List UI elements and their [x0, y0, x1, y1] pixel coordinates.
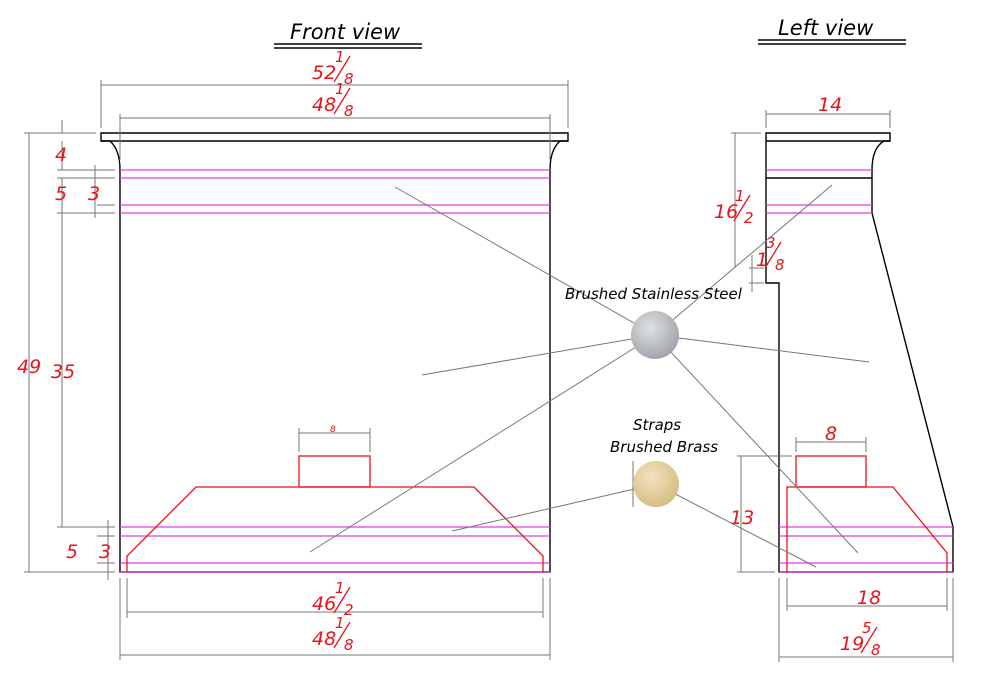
- svg-text:1: 1: [335, 80, 345, 98]
- front-top-band-width-label: 3: [88, 183, 100, 205]
- front-bottom-band-offset-label: 5: [66, 541, 78, 563]
- svg-text:19: 19: [840, 633, 864, 655]
- steel-leader: [654, 334, 870, 363]
- front-body-width-label: 48 1 8: [312, 80, 354, 120]
- svg-text:1: 1: [756, 249, 768, 271]
- left-strap-width-label: 8: [825, 423, 837, 445]
- left-top-depth-label: 14: [818, 94, 842, 116]
- left-view-title: Left view: [778, 16, 874, 40]
- svg-text:3: 3: [766, 234, 776, 252]
- steel-leader: [654, 334, 859, 554]
- brass-swatch: [633, 461, 679, 507]
- brass-leader: [655, 483, 817, 568]
- svg-text:2: 2: [344, 601, 354, 619]
- front-strap-tab: [298, 455, 371, 488]
- svg-text:1: 1: [735, 187, 745, 205]
- steel-material-label: Brushed Stainless Steel: [565, 285, 743, 303]
- svg-text:1: 1: [335, 48, 345, 66]
- steel-leader: [309, 334, 656, 553]
- left-strap-height-label: 13: [730, 507, 754, 529]
- svg-text:2: 2: [744, 209, 754, 227]
- svg-text:8: 8: [344, 70, 354, 88]
- front-top-band-offset-label: 5: [55, 183, 67, 205]
- svg-text:46: 46: [312, 593, 336, 615]
- svg-text:48: 48: [312, 94, 336, 116]
- left-dimensions: 14 16 1 2 1 3 8 8 13 18: [714, 94, 954, 662]
- material-leaders: [309, 184, 870, 568]
- svg-text:8: 8: [775, 256, 785, 274]
- left-view: [765, 132, 954, 573]
- front-bottom-inner-width-label: 46 1 2: [312, 579, 354, 619]
- brass-leader: [451, 483, 657, 532]
- svg-text:8: 8: [344, 636, 354, 654]
- front-strap-width-label: 8: [330, 425, 336, 435]
- svg-text:48: 48: [312, 628, 336, 650]
- svg-text:1: 1: [335, 614, 345, 632]
- steel-leader: [421, 334, 656, 376]
- front-body-height-label: 35: [51, 361, 75, 383]
- straps-label: Straps: [633, 416, 681, 434]
- svg-text:8: 8: [871, 641, 881, 659]
- svg-text:52: 52: [312, 62, 336, 84]
- left-base-depth-label: 19 5 8: [840, 619, 881, 659]
- left-strap-tab: [795, 455, 867, 488]
- front-overall-width-label: 52 1 8: [312, 48, 354, 88]
- front-bottom-width-label: 48 1 8: [312, 614, 354, 654]
- left-strap: [786, 486, 948, 572]
- front-view: [100, 132, 569, 573]
- front-bottom-band-width-label: 3: [99, 541, 111, 563]
- svg-text:16: 16: [714, 201, 738, 223]
- front-total-height-label: 49: [17, 356, 41, 378]
- svg-text:5: 5: [862, 619, 872, 637]
- brass-material-label: Brushed Brass: [610, 438, 718, 456]
- svg-text:8: 8: [344, 102, 354, 120]
- left-upper-height-label: 16 1 2: [714, 187, 754, 227]
- svg-text:1: 1: [335, 579, 345, 597]
- steel-leader: [654, 184, 833, 336]
- steel-leader: [394, 186, 656, 336]
- left-base-inner-depth-label: 18: [857, 587, 881, 609]
- front-view-title: Front view: [290, 20, 401, 44]
- front-top-lip-label: 4: [55, 144, 67, 166]
- front-dimensions: 52 1 8 48 1 8 8 46 1 2: [17, 48, 569, 660]
- front-strap: [126, 486, 544, 572]
- steel-swatch: [631, 311, 679, 359]
- left-notch-label: 1 3 8: [756, 234, 785, 274]
- front-hood-outline: [100, 132, 569, 573]
